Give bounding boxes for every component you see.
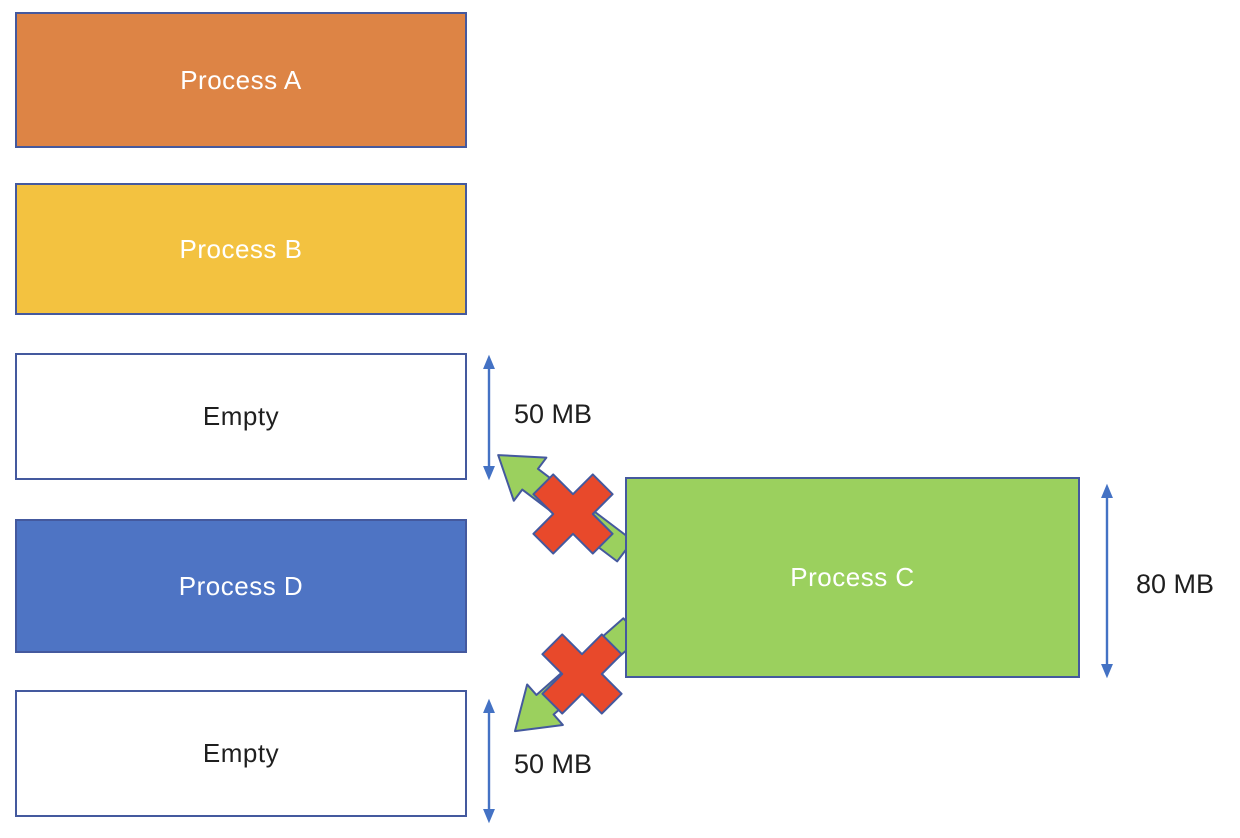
memory-block-label: Empty [202,401,280,431]
size-label-empty-top: 50 MB [514,399,593,429]
size-label-empty-bottom: 50 MB [514,749,593,779]
memory-block-label: Process D [178,570,304,601]
measure-arrow-empty-bottom [483,698,495,824]
measure-arrow-process-c [1101,483,1113,679]
memory-block-label: Process B [179,233,303,264]
memory-block-label: Process C [790,562,915,592]
size-label-process-c: 80 MB [1136,569,1215,599]
memory-block-label: Process A [180,64,302,95]
memory-block-process-d: Process D [15,519,467,653]
memory-block-process-b: Process B [15,183,467,315]
memory-block-empty-top: Empty [15,353,467,480]
memory-block-empty-bottom: Empty [15,690,467,817]
cross-out-x-top-icon [532,473,614,555]
memory-block-process-a: Process A [15,12,467,148]
measure-arrow-empty-top [483,354,495,481]
cross-out-x-bottom-icon [541,633,623,715]
memory-block-process-c: Process C [625,477,1080,678]
memory-block-label: Empty [202,738,280,768]
